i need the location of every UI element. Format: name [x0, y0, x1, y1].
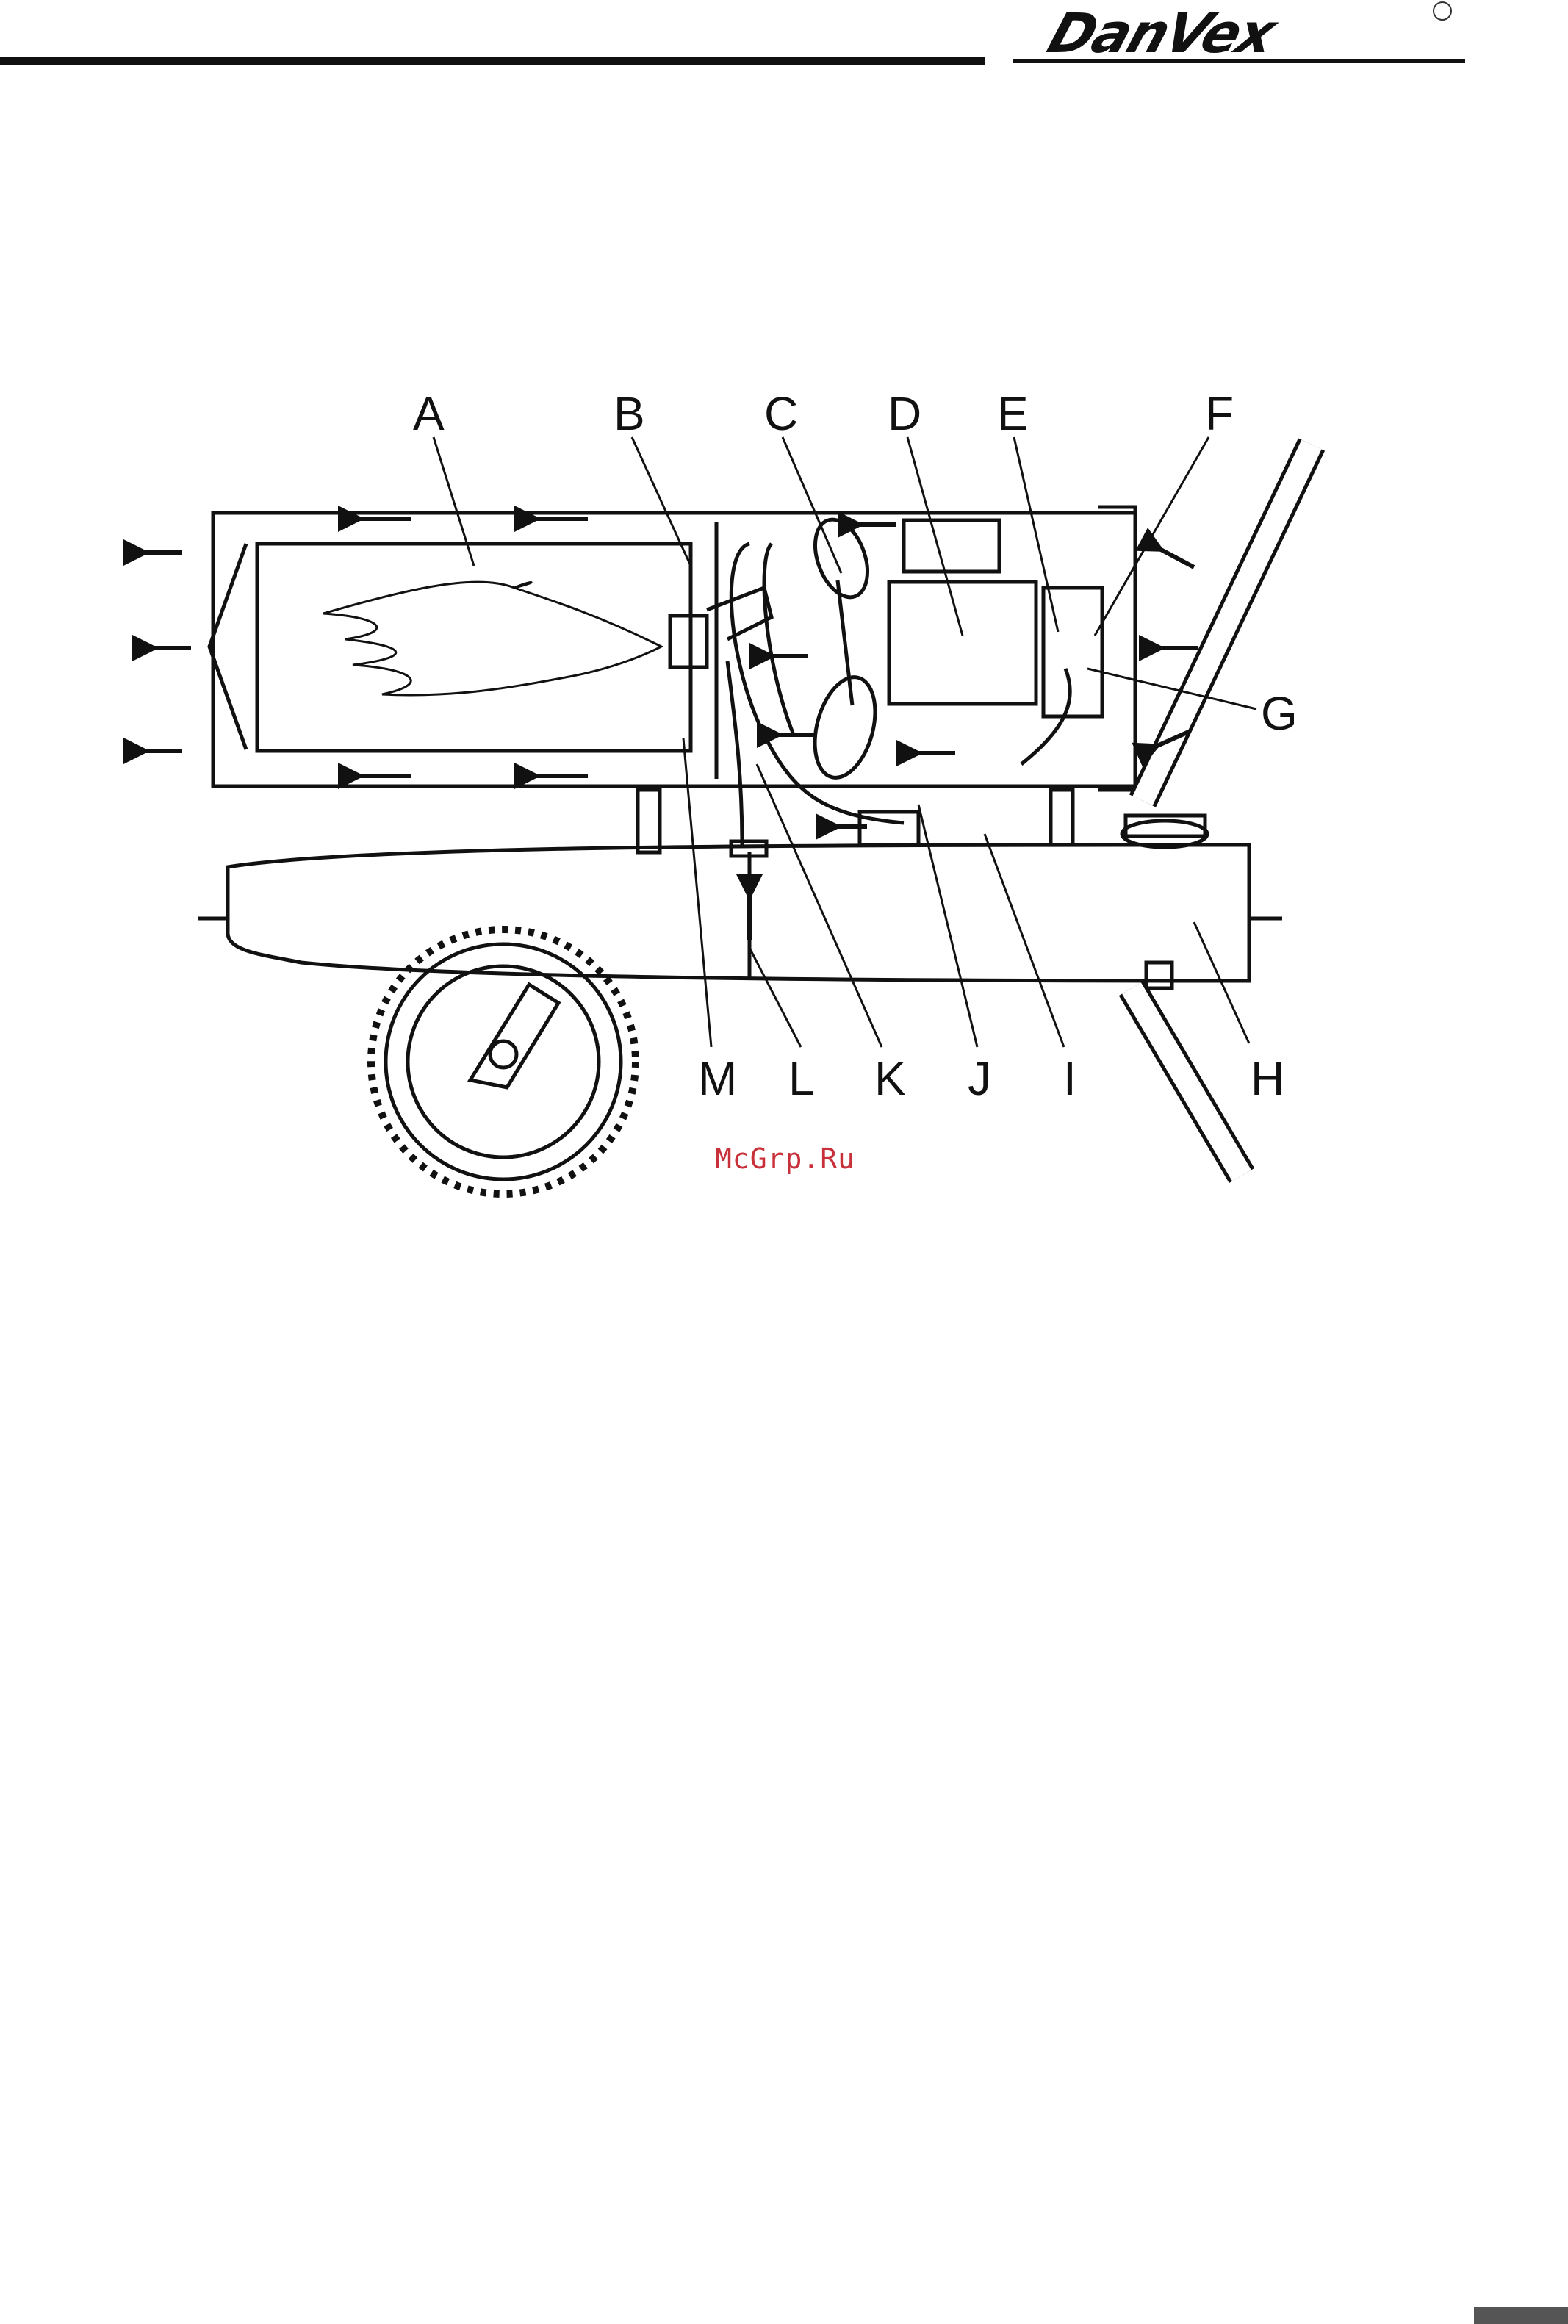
- handle-inner: [1143, 445, 1312, 801]
- label-h: H: [1251, 1052, 1284, 1105]
- fuel-tank: [228, 845, 1249, 981]
- label-d: D: [888, 387, 921, 440]
- airflow-arrows: [145, 519, 1198, 940]
- label-j: J: [968, 1052, 991, 1105]
- wheel-tire: [386, 944, 621, 1179]
- motor-body: [889, 582, 1036, 704]
- fuel-line-3: [727, 661, 742, 845]
- leader-d: [907, 437, 963, 636]
- wheel-bracket: [470, 985, 558, 1087]
- airflow-arrow: [1161, 550, 1194, 567]
- wheel-outer: [371, 929, 636, 1194]
- leader-k: [757, 764, 882, 1047]
- label-i: I: [1063, 1052, 1076, 1105]
- leader-c: [783, 437, 841, 573]
- label-c: C: [764, 387, 798, 440]
- wheel-hub: [490, 1041, 517, 1068]
- fan-blade-bottom: [805, 671, 885, 785]
- leader-a: [434, 437, 474, 566]
- leader-l: [749, 948, 801, 1047]
- combustion-chamber: [257, 544, 691, 751]
- drain-plug: [1146, 963, 1172, 988]
- fuel-line-1: [731, 544, 904, 823]
- leader-h: [1194, 922, 1249, 1043]
- label-b: B: [614, 387, 645, 440]
- leader-j: [918, 805, 977, 1047]
- leg-left: [638, 790, 660, 852]
- footer-page-tab: [1474, 2307, 1568, 2324]
- motor-endcap: [904, 520, 999, 572]
- leader-b: [632, 437, 691, 566]
- burner-head: [670, 616, 707, 667]
- label-k: K: [874, 1052, 906, 1105]
- fan-shaft: [838, 580, 852, 705]
- label-e: E: [997, 387, 1029, 440]
- leader-i: [985, 834, 1064, 1047]
- label-a: A: [413, 387, 445, 440]
- label-f: F: [1205, 387, 1234, 440]
- label-g: G: [1261, 687, 1298, 740]
- handle-bottom-inner: [1132, 988, 1242, 1176]
- wheel-rim: [408, 966, 599, 1157]
- label-l: L: [788, 1052, 815, 1105]
- leg-right: [1051, 790, 1073, 845]
- fuel-line-2: [764, 544, 794, 735]
- housing-outer: [213, 513, 1135, 786]
- watermark: McGrp.Ru: [715, 1143, 862, 1175]
- leader-g: [1087, 669, 1256, 709]
- flame: [323, 582, 661, 695]
- leader-f: [1095, 437, 1209, 636]
- heater-body: [198, 445, 1312, 1194]
- label-m: M: [698, 1052, 737, 1105]
